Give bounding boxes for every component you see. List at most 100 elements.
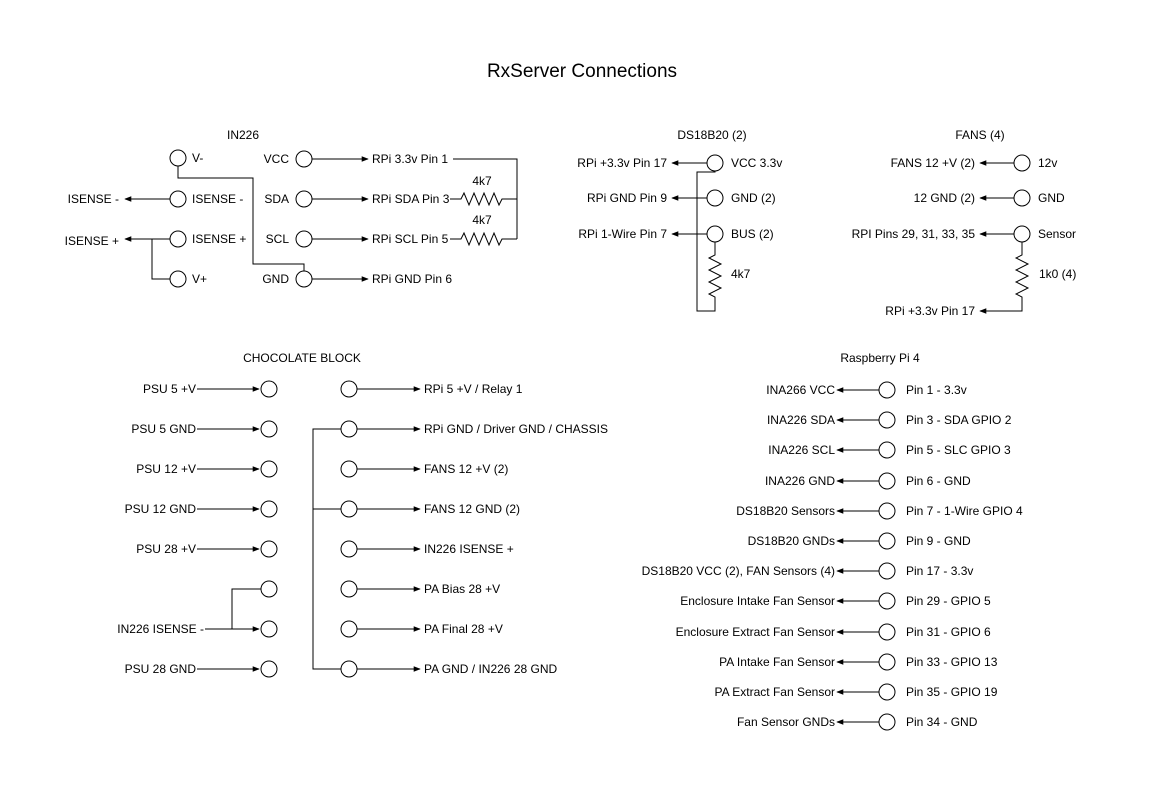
fans-target-label: RPI Pins 29, 31, 33, 35 <box>852 227 976 241</box>
wire-isense-plus-vplus <box>151 239 170 280</box>
in226-target-label: RPi 3.3v Pin 1 <box>372 152 448 166</box>
choc-input-label: PSU 28 GND <box>125 662 197 676</box>
resistor-fan-pullup <box>979 242 1030 314</box>
choc-terminal <box>340 460 358 478</box>
rpi-pin-label: Pin 6 - GND <box>906 474 971 488</box>
choc-terminal <box>260 420 278 438</box>
fans-section: FANS (4) 1k0 (4) RPi +3.3v Pin 17 12v GN… <box>852 128 1077 318</box>
fans-pin-gnd <box>1013 189 1031 207</box>
resistor-value: 4k7 <box>472 174 492 188</box>
in226-net-label: ISENSE + <box>65 234 119 248</box>
in226-pin-vplus <box>169 270 187 288</box>
in226-left-pin-label: ISENSE - <box>192 192 243 206</box>
choc-terminal <box>340 500 358 518</box>
ds18b20-pin-label: GND (2) <box>731 191 776 205</box>
in226-pin-gnd <box>295 270 313 288</box>
resistor-value: 1k0 (4) <box>1039 267 1076 281</box>
fans-pin-sensor <box>1013 225 1031 243</box>
in226-target-label: RPi SCL Pin 5 <box>372 232 449 246</box>
rpi-pin <box>878 713 896 731</box>
ds18b20-pin-vcc <box>706 154 724 172</box>
choc-terminal <box>260 380 278 398</box>
choc-terminal <box>260 580 278 598</box>
in226-left-pin-label: V- <box>192 151 203 165</box>
choc-terminal <box>340 660 358 678</box>
rpi-pin-label: Pin 1 - 3.3v <box>906 383 967 397</box>
rpi-destination-label: INA226 GND <box>765 474 835 488</box>
rpi-destination-label: DS18B20 GNDs <box>748 534 835 548</box>
in226-right-pin-label: SCL <box>266 232 290 246</box>
rpi-pin-label: Pin 5 - SLC GPIO 3 <box>906 443 1011 457</box>
rpi-pin-label: Pin 34 - GND <box>906 715 978 729</box>
rpi-pin <box>878 381 896 399</box>
choc-terminal <box>340 540 358 558</box>
rpi-pin-label: Pin 7 - 1-Wire GPIO 4 <box>906 504 1023 518</box>
wire-3v3-rail <box>453 158 518 239</box>
in226-heading: IN226 <box>227 128 259 142</box>
in226-left-pin-label: ISENSE + <box>192 232 246 246</box>
wire-vminus-gnd <box>177 158 305 278</box>
rpi-destination-label: Enclosure Intake Fan Sensor <box>680 594 835 608</box>
rpi-pin <box>878 683 896 701</box>
choc-terminal <box>260 620 278 638</box>
choc-output-label: RPi 5 +V / Relay 1 <box>424 382 523 396</box>
fans-pin-label: Sensor <box>1038 227 1076 241</box>
rpi-pin-label: Pin 35 - GPIO 19 <box>906 685 998 699</box>
in226-left-pin-label: V+ <box>192 272 207 286</box>
rpi-pin <box>878 411 896 429</box>
choc-terminal <box>340 620 358 638</box>
choc-terminal <box>260 540 278 558</box>
rpi-destination-label: Fan Sensor GNDs <box>737 715 835 729</box>
in226-pin-isense-plus <box>169 230 187 248</box>
resistor-sda-pullup <box>450 191 517 207</box>
ds18b20-pin-label: BUS (2) <box>731 227 774 241</box>
ds18b20-target-label: RPi GND Pin 9 <box>587 191 667 205</box>
rpi-destination-label: DS18B20 VCC (2), FAN Sensors (4) <box>642 564 835 578</box>
rpi-destination-label: Enclosure Extract Fan Sensor <box>676 625 835 639</box>
in226-target-label: RPi SDA Pin 3 <box>372 192 450 206</box>
choc-terminal <box>340 380 358 398</box>
choc-output-label: IN226 ISENSE + <box>424 542 514 556</box>
resistor-value: 4k7 <box>731 267 751 281</box>
fans-pin-label: GND <box>1038 191 1065 205</box>
rpi-pin <box>878 441 896 459</box>
choc-input-label: PSU 5 +V <box>143 382 196 396</box>
choc-input-label: PSU 12 +V <box>136 462 196 476</box>
in226-right-pin-label: VCC <box>264 152 290 166</box>
ds18b20-pin-gnd <box>706 189 724 207</box>
wire-ds-loop <box>696 170 716 312</box>
choc-heading: CHOCOLATE BLOCK <box>243 351 361 365</box>
rpi-destination-label: INA226 SCL <box>768 443 835 457</box>
ds18b20-heading: DS18B20 (2) <box>677 128 746 142</box>
choc-terminal <box>260 500 278 518</box>
in226-section: IN226 V- ISENSE - ISENSE + V+ ISENSE - I… <box>65 128 518 288</box>
fans-pin-label: 12v <box>1038 156 1057 170</box>
rpi-pin-label: Pin 29 - GPIO 5 <box>906 594 991 608</box>
resistor-value: 4k7 <box>472 213 492 227</box>
ds18b20-pin-label: VCC 3.3v <box>731 156 782 170</box>
choc-output-label: FANS 12 GND (2) <box>424 502 520 516</box>
rpi-pin-label: Pin 17 - 3.3v <box>906 564 973 578</box>
in226-pin-scl <box>295 230 313 248</box>
rpi-pin <box>878 472 896 490</box>
choc-terminal <box>340 420 358 438</box>
choc-output-label: PA Final 28 +V <box>424 622 503 636</box>
ds18b20-section: DS18B20 (2) 4k7 VCC 3.3v GND (2) BUS (2)… <box>577 128 782 312</box>
fans-target-label: FANS 12 +V (2) <box>891 156 975 170</box>
choc-output-label: PA GND / IN226 28 GND <box>424 662 557 676</box>
rpi-destination-label: PA Intake Fan Sensor <box>719 655 835 669</box>
in226-net-label: ISENSE - <box>68 192 119 206</box>
rpi-pin-label: Pin 33 - GPIO 13 <box>906 655 998 669</box>
rpi-destination-label: DS18B20 Sensors <box>736 504 835 518</box>
rpi-destination-label: INA226 SDA <box>767 413 835 427</box>
choc-input-label: PSU 12 GND <box>125 502 197 516</box>
resistor-ds-pullup <box>707 242 723 300</box>
ds18b20-target-label: RPi +3.3v Pin 17 <box>577 156 667 170</box>
choc-terminal <box>260 660 278 678</box>
in226-pin-sda <box>295 190 313 208</box>
rpi-pin-label: Pin 3 - SDA GPIO 2 <box>906 413 1012 427</box>
in226-pin-vminus <box>169 149 187 167</box>
chocolate-block-section: CHOCOLATE BLOCK PSU 5 +V PSU 5 GND PSU 1… <box>117 351 608 678</box>
